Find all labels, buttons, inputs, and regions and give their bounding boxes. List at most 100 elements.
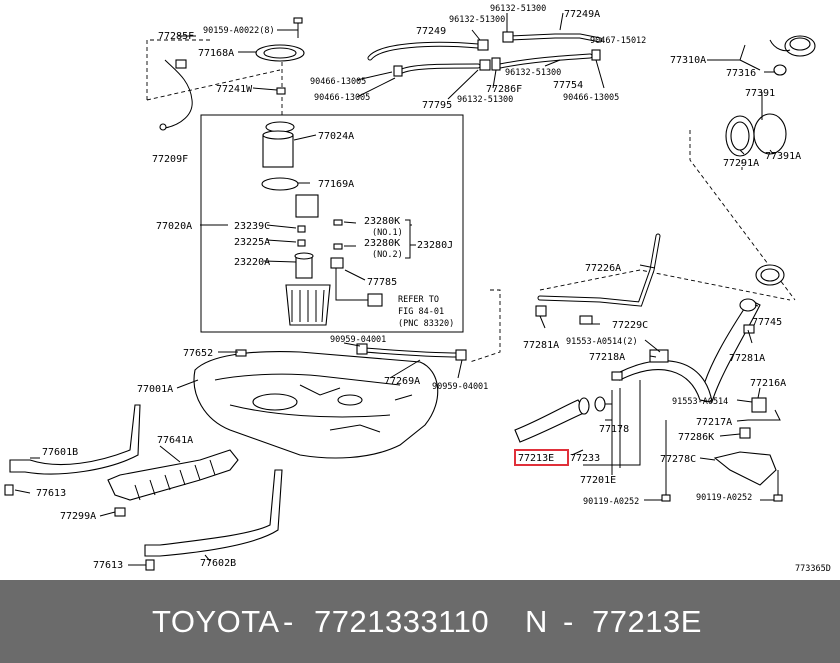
label-23280k-1: 23280K: [364, 216, 400, 227]
label-77291a: 77291A: [723, 158, 759, 169]
label-77641a: 77641A: [157, 435, 193, 446]
label-90159-a0022: 90159-A0022(8): [203, 26, 275, 36]
fuel-tank: [193, 351, 439, 459]
pump-module-frame: [200, 114, 464, 333]
clip-77285f: [175, 59, 187, 69]
label-77613-b: 77613: [93, 560, 123, 571]
leader-lines: [14, 12, 775, 566]
label-96132-c: 96132-51300: [505, 68, 561, 78]
part-77316: [773, 64, 787, 76]
part-77216a: [751, 397, 767, 413]
label-23239c: 23239C: [234, 221, 270, 232]
label-90466-c: 90466-13005: [563, 93, 619, 103]
label-77229c: 77229C: [612, 320, 648, 331]
label-96132-b: 96132-51300: [490, 4, 546, 14]
label-96132-d: 96132-51300: [457, 95, 513, 105]
strap-77601b: [9, 404, 141, 475]
label-90959-a: 90959-04001: [330, 335, 386, 345]
gasket-77169a: [261, 177, 299, 191]
label-91553-a0514: 91553-A0514: [672, 397, 728, 407]
label-91553-a0514-2: 91553-A0514(2): [566, 337, 638, 347]
label-90119-b: 90119-A0252: [696, 493, 752, 503]
strap-77602b: [144, 469, 283, 557]
footer-bar: TOYOTA - 7721333110 N - 77213E: [0, 580, 840, 663]
label-no1: (NO.1): [372, 228, 403, 238]
label-77286f: 77286F: [486, 84, 522, 95]
label-77001a: 77001A: [137, 384, 173, 395]
label-77613-a: 77613: [36, 488, 66, 499]
gasket-77391a: [753, 113, 787, 155]
label-77241w: 77241W: [216, 84, 253, 95]
label-77785: 77785: [367, 277, 397, 288]
label-77218a: 77218A: [589, 352, 625, 363]
ref-connector: [367, 293, 383, 307]
label-no2: (NO.2): [372, 250, 403, 260]
label-77286k: 77286K: [678, 432, 714, 443]
label-23280k-2: 23280K: [364, 238, 400, 249]
label-77652: 77652: [183, 348, 213, 359]
label-77602b: 77602B: [200, 558, 236, 569]
protector-77278c: [713, 451, 777, 486]
label-23225a: 23225A: [234, 237, 270, 248]
wire-harness: [164, 59, 193, 129]
protector-77641a: [107, 449, 239, 501]
ring-gasket-inner: [263, 47, 297, 59]
bolt-head: [293, 17, 303, 24]
label-77217a: 77217A: [696, 417, 732, 428]
label-77269a: 77269A: [384, 376, 420, 387]
label-77201e: 77201E: [580, 475, 616, 486]
label-77745: 77745: [752, 317, 782, 328]
label-90466-a: 90466-13005: [310, 77, 366, 87]
footer-separator-2: -: [563, 604, 574, 639]
filler-pipe-lower: [619, 360, 713, 403]
label-77249: 77249: [416, 26, 446, 37]
footer-ref: 77213E: [592, 604, 702, 639]
pump-cylinder: [295, 194, 319, 218]
label-90959-b: 90959-04001: [432, 382, 488, 392]
label-77213e: 77213E: [518, 453, 554, 464]
label-77601b: 77601B: [42, 447, 78, 458]
label-23220a: 23220A: [234, 257, 270, 268]
label-77249a: 77249A: [564, 9, 600, 20]
label-90466-b: 90466-13005: [314, 93, 370, 103]
label-77278c: 77278C: [660, 454, 696, 465]
part-77785: [330, 257, 344, 269]
clip-77241w: [276, 87, 286, 95]
label-refer-fig: FIG 84-01: [398, 307, 444, 317]
label-77316: 77316: [726, 68, 756, 79]
label-77310a: 77310A: [670, 55, 706, 66]
label-refer-to: REFER TO: [398, 295, 439, 305]
label-77299a: 77299A: [60, 511, 96, 522]
label-96132-a: 96132-51300: [449, 15, 505, 25]
label-77391: 77391: [745, 88, 775, 99]
part-77286k: [739, 427, 751, 439]
clip-77229c: [579, 315, 593, 325]
label-77795: 77795: [422, 100, 452, 111]
footer-n: N: [525, 604, 548, 639]
label-77168a: 77168A: [198, 48, 234, 59]
label-77024a: 77024A: [318, 131, 354, 142]
label-77754: 77754: [553, 80, 583, 91]
highlight-box: [514, 449, 569, 466]
label-77169a: 77169A: [318, 179, 354, 190]
label-77178: 77178: [599, 424, 629, 435]
fuel-tank-exploded-view: 90159-A0022(8) 77285F 77168A 77241W 7720…: [4, 4, 831, 574]
label-77281a-1: 77281A: [523, 340, 559, 351]
footer-brand: TOYOTA: [152, 604, 280, 639]
label-90467-15012: 90467-15012: [590, 36, 646, 46]
label-77226a: 77226A: [585, 263, 621, 274]
footer-separator-1: -: [283, 604, 294, 639]
label-77281a-2: 77281A: [729, 353, 765, 364]
pump-body: [262, 134, 294, 168]
label-90119-a: 90119-A0252: [583, 497, 639, 507]
parts-diagram: 90159-A0022(8) 77285F 77168A 77241W 7720…: [4, 4, 831, 574]
label-773365d: 773365D: [795, 564, 831, 574]
label-77285f: 77285F: [158, 31, 194, 42]
label-refer-pnc: (PNC 83320): [398, 319, 454, 329]
label-23280j: 23280J: [417, 240, 453, 251]
label-77233: 77233: [570, 453, 600, 464]
label-77391a: 77391A: [765, 151, 801, 162]
leader-group-a: [146, 39, 281, 101]
label-77020a: 77020A: [156, 221, 192, 232]
ring-77233: [594, 396, 606, 412]
